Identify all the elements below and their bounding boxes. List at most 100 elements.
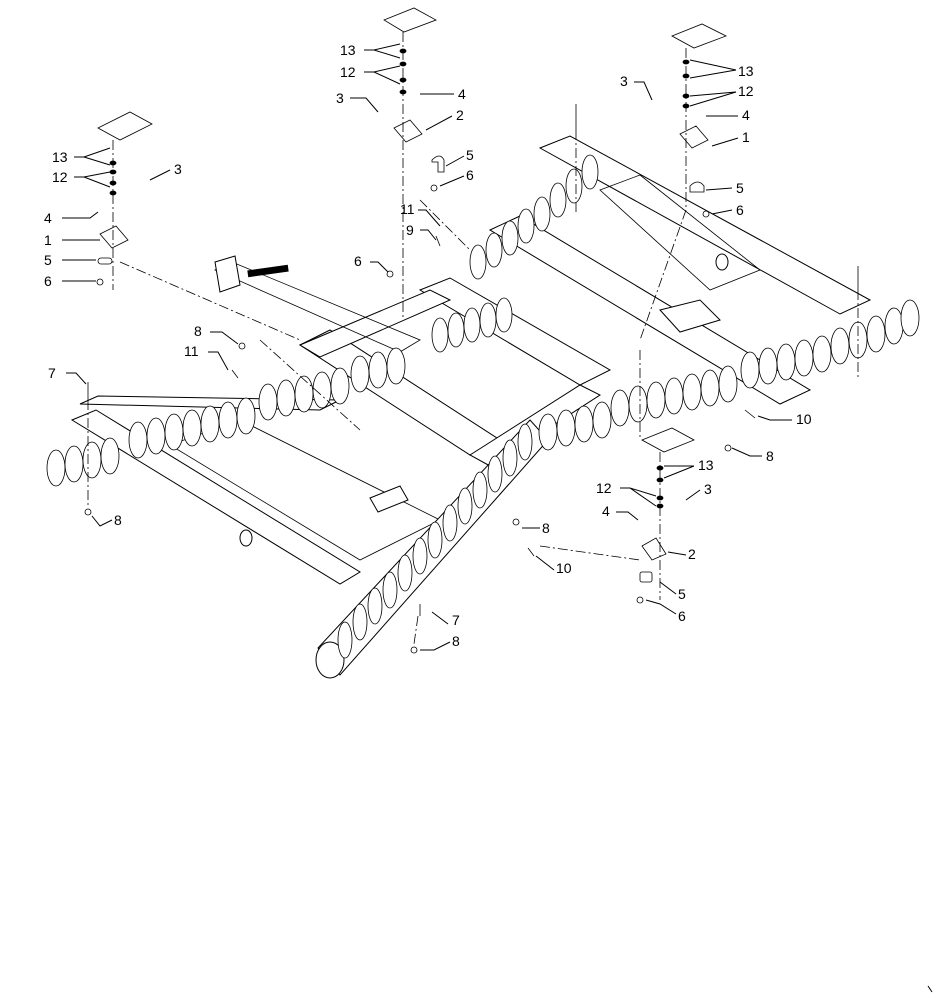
hitch-plate [247, 264, 289, 278]
disc-blade [628, 385, 648, 423]
disc-blade [258, 383, 278, 421]
hardware-stack-left [96, 111, 153, 290]
disc-blade [368, 351, 388, 389]
disc-blade [218, 401, 238, 439]
callout-label: 12 [340, 64, 356, 80]
disc-blade [812, 335, 832, 373]
mount-bracket [393, 119, 423, 143]
disc-blade [472, 471, 488, 509]
disc-blade [495, 297, 513, 333]
callout-label: 3 [336, 90, 344, 106]
callout-leader [535, 555, 555, 571]
lock-nut [702, 210, 710, 218]
disc-blade [352, 603, 368, 641]
callout-leader [667, 551, 687, 556]
loose-fasteners [84, 104, 859, 654]
disc-blade [574, 405, 594, 443]
implement-frame [70, 135, 872, 679]
callout-label: 11 [184, 343, 199, 359]
bolt [744, 409, 756, 419]
bolt [231, 369, 239, 379]
callout-label: 6 [736, 202, 744, 218]
callout-leader [62, 211, 99, 219]
callout-label: 7 [452, 612, 460, 628]
callout-leader [66, 372, 87, 385]
left-wing-mount-bracket [369, 485, 409, 513]
lock-nut [410, 646, 418, 654]
disc-blade [794, 339, 814, 377]
callout-label: 3 [174, 161, 182, 177]
alignment-line [259, 339, 361, 431]
callout-leader [731, 447, 762, 457]
callout-label: 9 [406, 222, 414, 238]
callout-label: 1 [44, 232, 52, 248]
roller-end-cap [315, 641, 345, 679]
callout-label: 4 [44, 210, 52, 226]
mount-bracket [679, 125, 709, 149]
corner-mark [927, 985, 933, 993]
disc-blade [128, 421, 148, 459]
disc-blade [581, 154, 599, 190]
disc-blade [538, 413, 558, 451]
callout-leader [689, 91, 737, 107]
disc-blade [610, 389, 630, 427]
callout-label: 6 [354, 253, 362, 269]
right-wing-front-beam [538, 135, 872, 315]
callout-leader [370, 261, 389, 273]
wear-pad [97, 111, 153, 141]
callout-label: 12 [52, 169, 68, 185]
callout-label: 13 [340, 42, 356, 58]
callout-leader [418, 209, 441, 227]
alignment-line [639, 209, 687, 341]
disc-blade [397, 554, 413, 592]
lock-nut [238, 342, 246, 350]
callout-label: 4 [602, 503, 610, 519]
disc-blade [427, 521, 443, 559]
disc-blade [549, 182, 567, 218]
disc-blade [758, 347, 778, 385]
callout-leader [685, 489, 701, 501]
callout-label: 4 [458, 86, 466, 102]
callout-label: 8 [542, 520, 550, 536]
callout-leader [659, 581, 677, 595]
alignment-lines [87, 130, 859, 645]
callout-label: 3 [704, 481, 712, 497]
left-wing-pivot [239, 529, 253, 547]
callouts: 13 12 3 4 1 5 6 13 12 3 4 2 5 6 13 12 3 [44, 42, 812, 651]
callout-leader [620, 487, 657, 507]
u-bolt [97, 257, 113, 265]
disc-blade [700, 369, 720, 407]
disc-blade [664, 377, 684, 415]
alignment-line [539, 545, 641, 561]
disc-blade [276, 379, 296, 417]
callout-leader [711, 209, 733, 215]
callout-label: 3 [620, 73, 628, 89]
lock-nut [386, 270, 394, 278]
disc-blade [884, 307, 904, 345]
disc-blade [517, 423, 533, 461]
disc-blade [501, 220, 519, 256]
callout-leader [663, 465, 695, 479]
center-frame-right-rail [418, 277, 612, 386]
callout-label: 13 [738, 63, 754, 79]
callout-leader [431, 611, 449, 625]
disc-blade [382, 571, 398, 609]
disc-blade [46, 449, 66, 487]
lock-nut [84, 508, 92, 516]
right-wing-pivot [715, 253, 729, 271]
disc-blade [412, 537, 428, 575]
callout-label: 6 [678, 608, 686, 624]
lock-nut [636, 596, 644, 604]
callout-leader [364, 65, 401, 85]
disc-blade [146, 417, 166, 455]
disc-blade [64, 445, 84, 483]
callout-leader [689, 59, 737, 79]
callout-label: 8 [766, 448, 774, 464]
mount-bracket [99, 225, 129, 249]
center-frame-cross-rail [298, 289, 452, 358]
disc-blade [517, 208, 535, 244]
u-bolt [639, 571, 653, 583]
disc-blade [533, 196, 551, 232]
wear-pad [383, 7, 437, 33]
